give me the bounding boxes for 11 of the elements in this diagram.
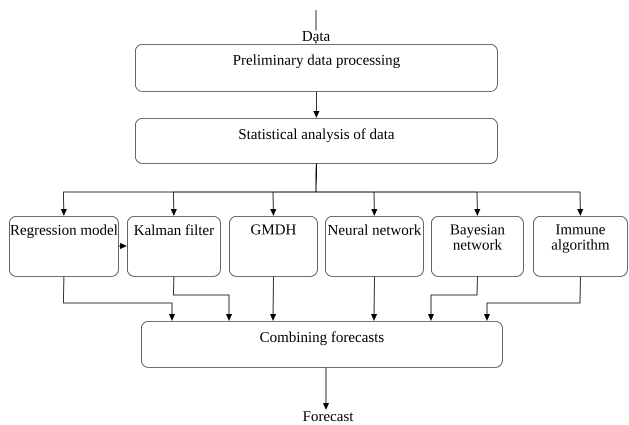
method-box: Kalman filter bbox=[127, 216, 221, 277]
process-box: Statistical analysis of data bbox=[135, 118, 498, 164]
process-box: Combining forecasts bbox=[141, 321, 503, 368]
process-box: Preliminary data processing bbox=[135, 44, 498, 92]
method-box: Regression model bbox=[9, 216, 119, 277]
method-box: GMDH bbox=[229, 216, 318, 277]
edge-label: Data bbox=[301, 30, 331, 42]
method-box: Bayesian network bbox=[431, 216, 524, 277]
method-box: Neural network bbox=[325, 216, 424, 277]
output-label: Forecast bbox=[303, 411, 354, 422]
method-box: Immune algorithm bbox=[533, 216, 628, 277]
